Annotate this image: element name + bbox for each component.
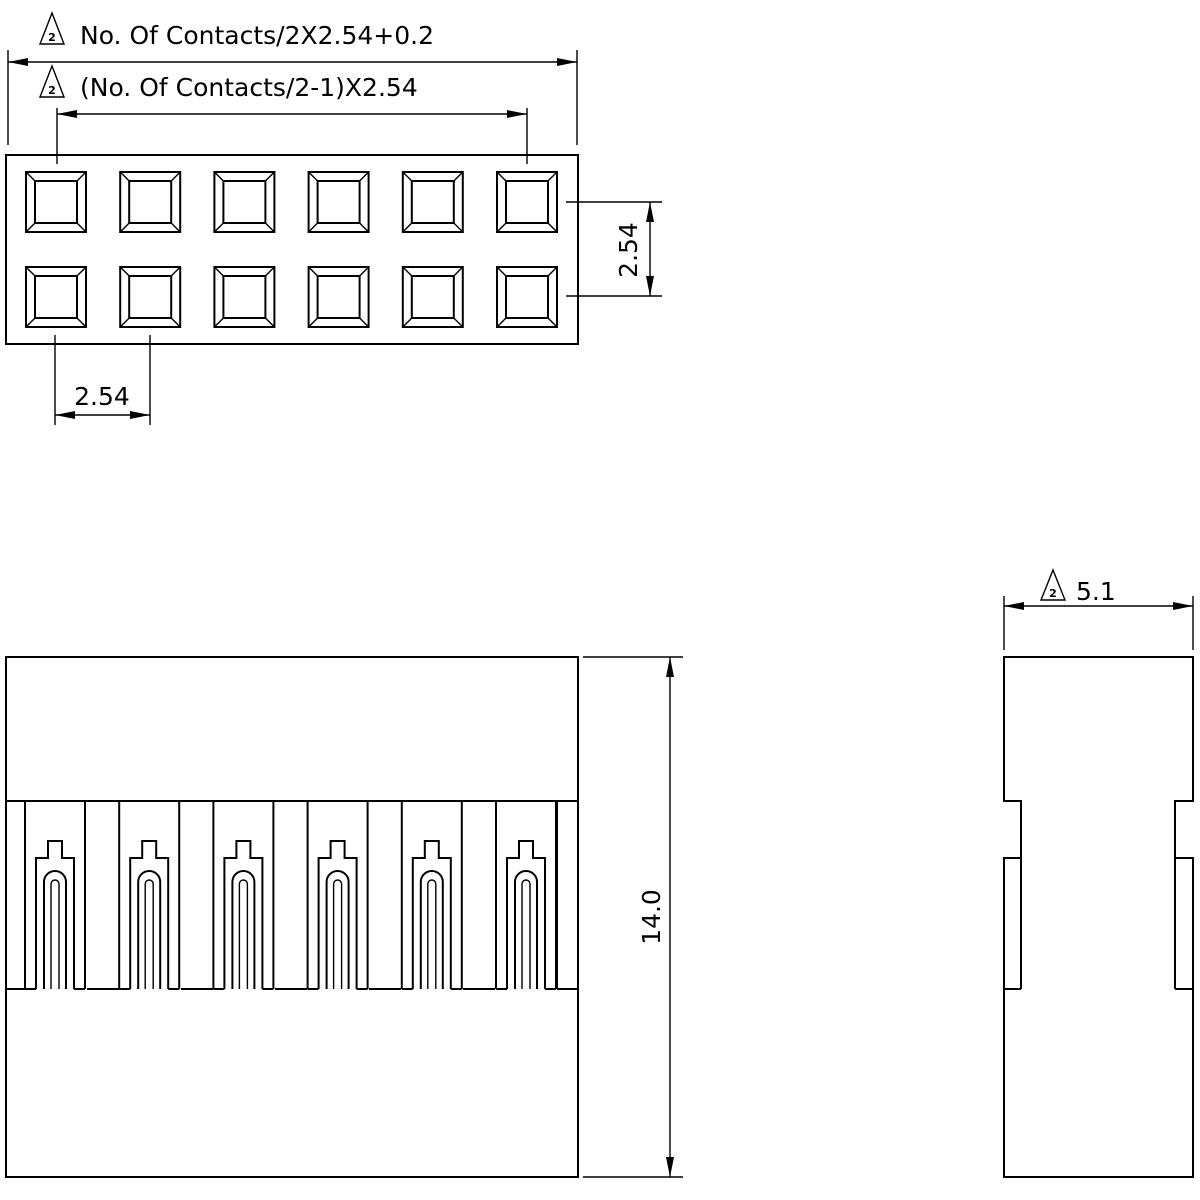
front-contacts	[6, 801, 578, 990]
overall-width-label: No. Of Contacts/2X2.54+0.2	[80, 21, 434, 50]
contact-hole	[307, 266, 370, 328]
front-contact	[212, 801, 275, 990]
side-view: 2 5.1	[1003, 568, 1194, 1178]
pitch-span-dimension: 2 (No. Of Contacts/2-1)X2.54	[38, 64, 528, 164]
overall-width-dimension: 2 No. Of Contacts/2X2.54+0.2	[7, 11, 578, 145]
height-dimension: 14.0	[583, 656, 683, 1178]
front-contact	[400, 801, 463, 990]
contact-hole	[119, 266, 182, 328]
height-label: 14.0	[637, 889, 666, 945]
contact-hole	[213, 171, 276, 233]
svg-text:2: 2	[1049, 587, 1057, 600]
contact-holes	[25, 171, 558, 328]
front-contact	[118, 801, 181, 990]
contact-hole	[496, 171, 558, 233]
contact-hole	[25, 266, 87, 328]
revision-triangle-icon: 2	[38, 11, 66, 45]
row-pitch-dimension: 2.54	[566, 201, 662, 297]
contact-hole	[496, 266, 558, 328]
contact-hole	[401, 266, 464, 328]
front-view: 14.0	[5, 656, 683, 1178]
revision-triangle-icon: 2	[38, 64, 66, 98]
front-contact	[495, 801, 557, 990]
svg-text:2: 2	[48, 31, 56, 44]
front-contact	[306, 801, 369, 990]
housing-top-outline	[5, 154, 579, 345]
contact-hole	[213, 266, 276, 328]
side-width-label: 5.1	[1076, 577, 1116, 606]
contact-hole	[25, 171, 87, 233]
row-pitch-label: 2.54	[614, 222, 643, 278]
side-width-dimension: 2 5.1	[1003, 568, 1194, 650]
column-pitch-dimension: 2.54	[54, 335, 151, 425]
housing-side-outline	[1003, 656, 1194, 1178]
housing-front-outline	[5, 656, 579, 1178]
revision-triangle-icon: 2	[1039, 568, 1067, 601]
front-contact	[24, 801, 86, 990]
column-pitch-label: 2.54	[74, 382, 130, 411]
contact-hole	[119, 171, 182, 233]
contact-hole	[401, 171, 464, 233]
contact-hole	[307, 171, 370, 233]
pitch-span-label: (No. Of Contacts/2-1)X2.54	[80, 73, 418, 102]
top-view: 2 No. Of Contacts/2X2.54+0.2 2 (No. Of C…	[5, 11, 662, 425]
svg-text:2: 2	[48, 84, 56, 97]
